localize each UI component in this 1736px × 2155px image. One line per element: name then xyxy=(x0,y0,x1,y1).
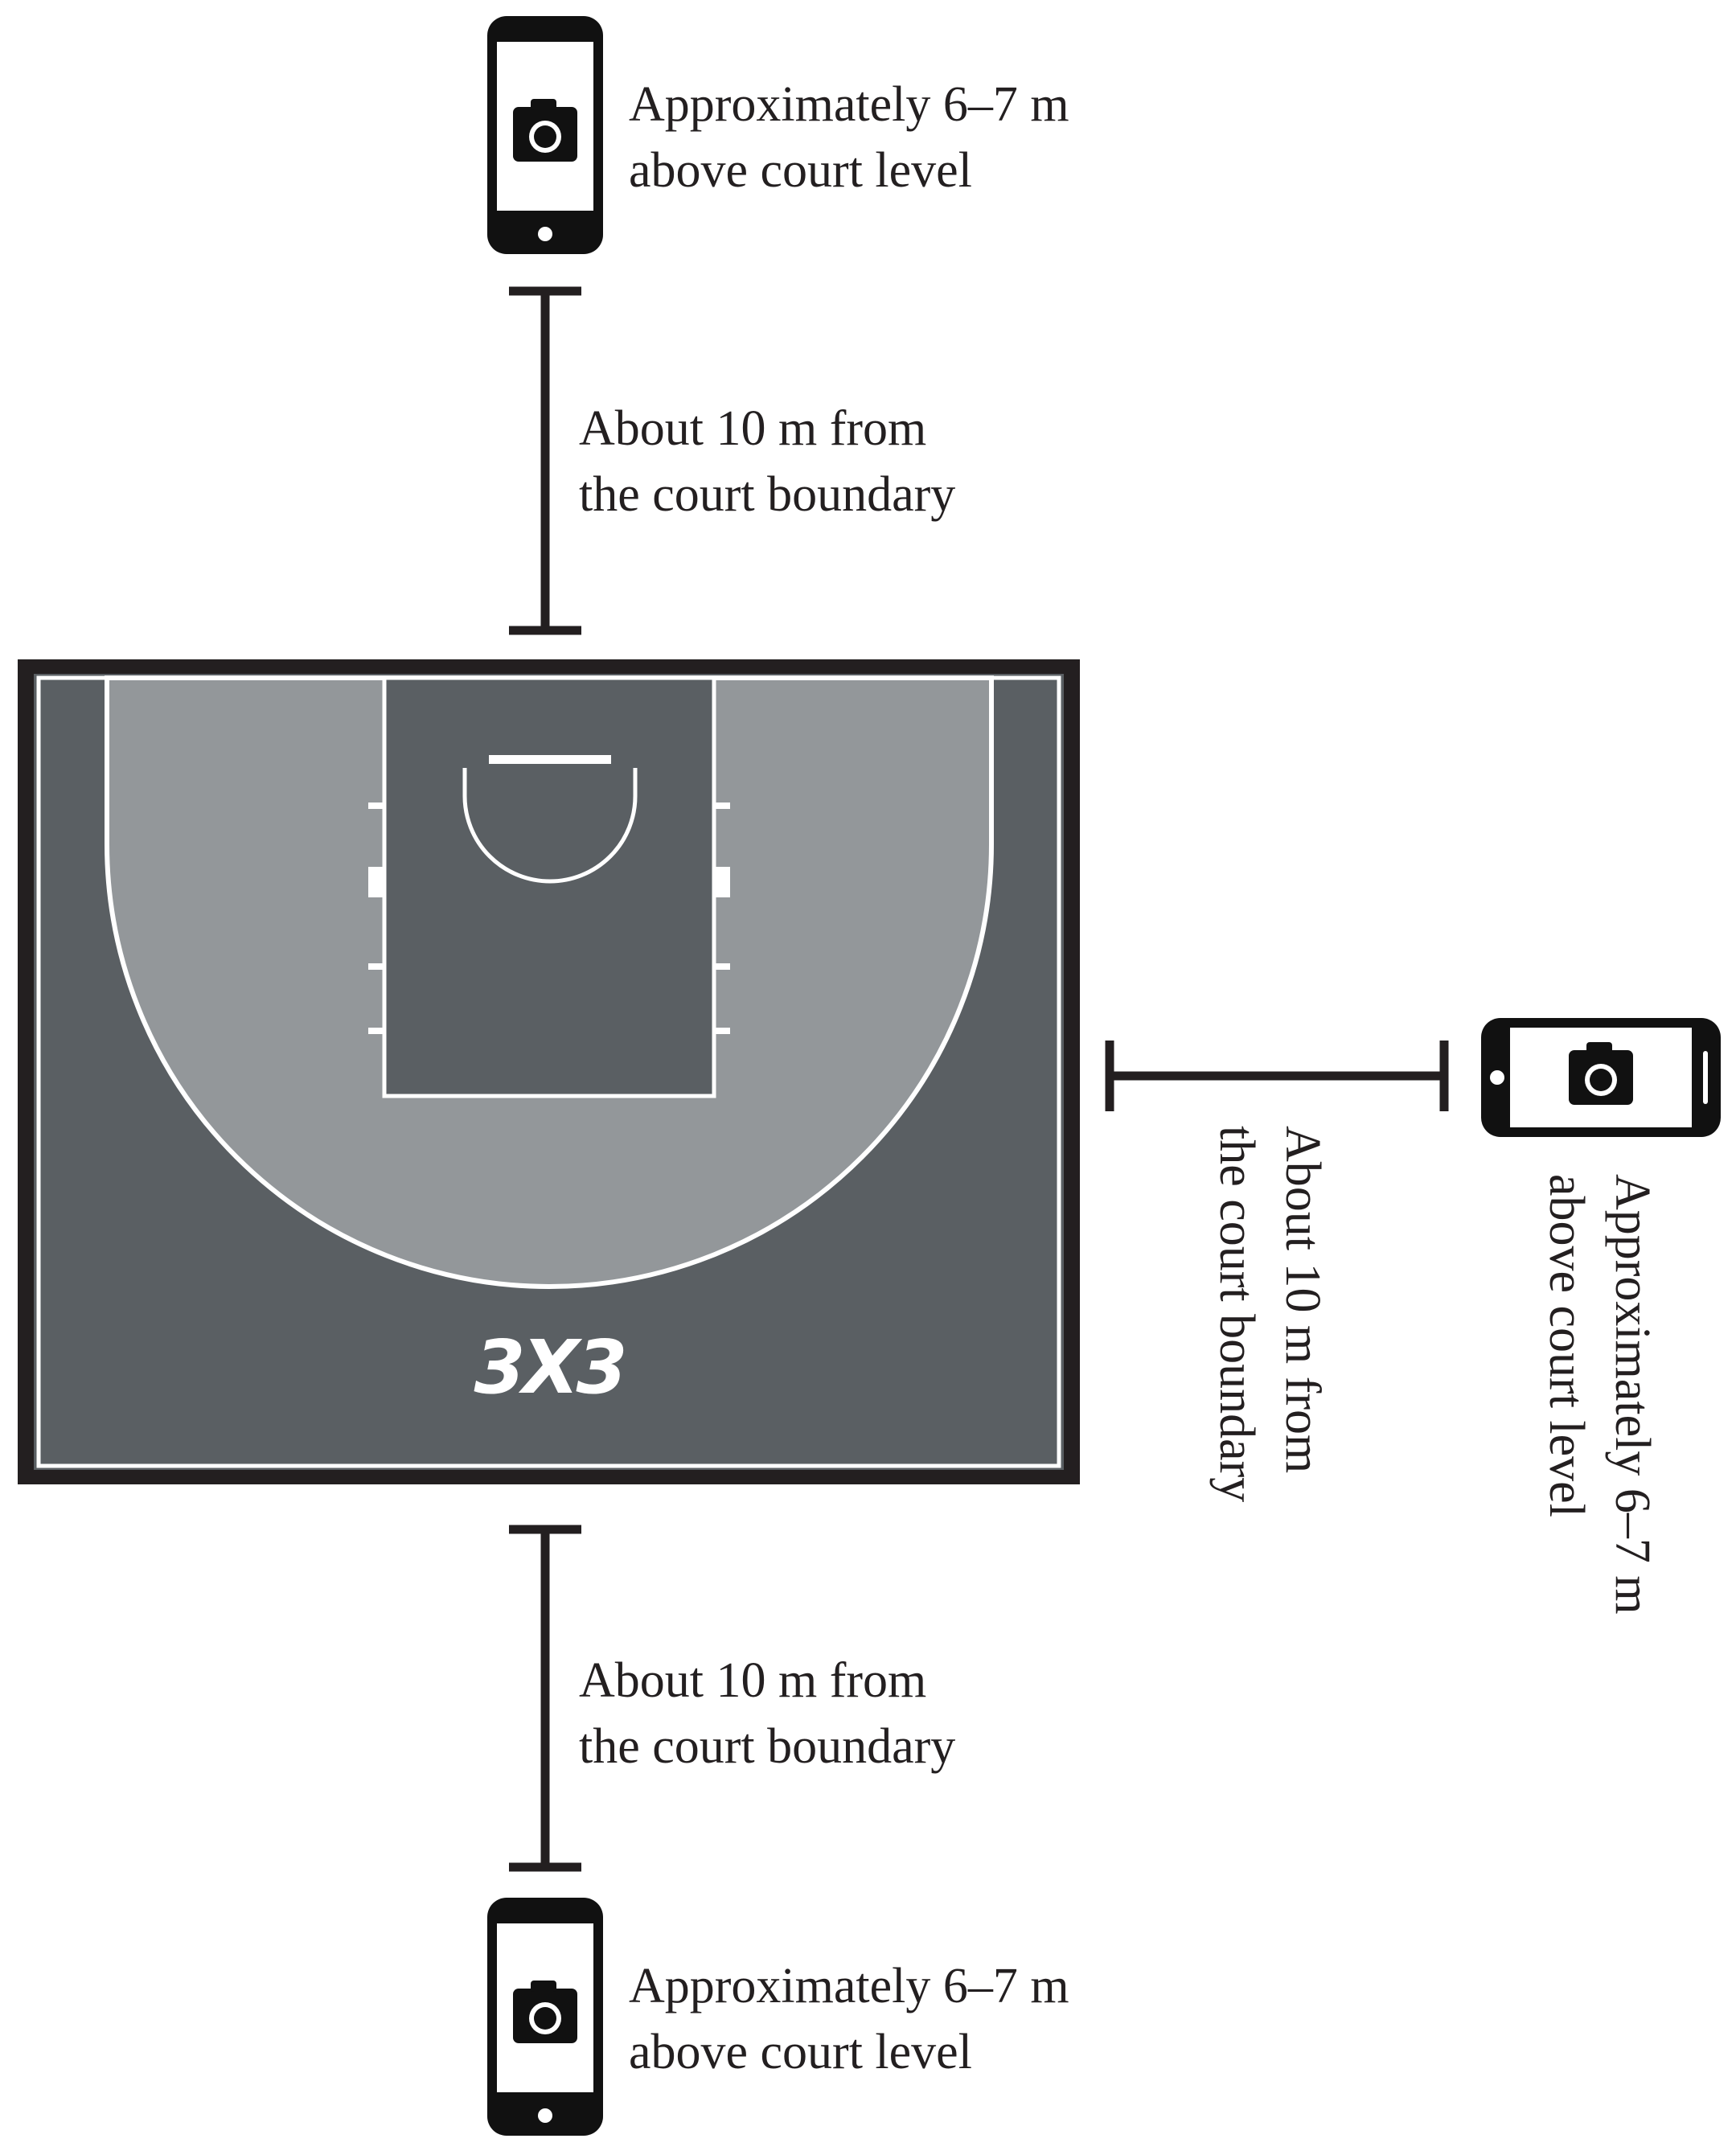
distance-label-line-1: About 10 m from xyxy=(1275,1126,1330,1473)
height-label-line-1: Approximately 6–7 m xyxy=(629,1959,1069,2013)
camera-bottom: About 10 m from the court boundary Appro… xyxy=(487,1525,1081,2136)
distance-label-line-1: About 10 m from xyxy=(579,1653,926,1708)
distance-label-line-2: the court boundary xyxy=(1209,1126,1264,1502)
smartphone-camera-icon xyxy=(1481,1018,1721,1137)
distance-label-line-1: About 10 m from xyxy=(579,401,926,456)
distance-label-line-2: the court boundary xyxy=(579,1719,955,1774)
backboard xyxy=(489,755,611,764)
distance-dimension-line xyxy=(1105,1041,1449,1111)
key-area xyxy=(382,675,716,1098)
height-label: Approximately 6–7 m above court level xyxy=(629,1959,1081,2079)
distance-dimension-line xyxy=(509,286,581,635)
camera-top: Approximately 6–7 m above court level Ab… xyxy=(487,16,1081,635)
no-charge-semicircle xyxy=(462,768,638,884)
height-label-line-2: above court level xyxy=(629,2025,972,2079)
distance-label: About 10 m from the court boundary xyxy=(579,1653,955,1774)
height-label-line-2: above court level xyxy=(629,143,972,198)
smartphone-camera-icon xyxy=(487,16,603,254)
camera-right: Approximately 6–7 m above court level Ab… xyxy=(1105,1018,1721,1627)
smartphone-camera-icon xyxy=(487,1898,603,2136)
distance-dimension-line xyxy=(509,1525,581,1872)
lane-hash-marks xyxy=(368,802,730,1034)
height-label-line-2: above court level xyxy=(1539,1174,1594,1517)
distance-label: About 10 m from the court boundary xyxy=(579,401,955,522)
distance-label-line-2: the court boundary xyxy=(579,467,955,522)
height-label: Approximately 6–7 m above court level xyxy=(629,77,1081,198)
height-label-line-1: Approximately 6–7 m xyxy=(629,77,1069,132)
distance-label: About 10 m from the court boundary xyxy=(1209,1126,1330,1502)
height-label: Approximately 6–7 m above court level xyxy=(1539,1174,1660,1627)
court-logo: 3X3 xyxy=(474,1324,625,1410)
basketball-court: 3X3 xyxy=(18,659,1080,1484)
height-label-line-1: Approximately 6–7 m xyxy=(1605,1174,1660,1615)
